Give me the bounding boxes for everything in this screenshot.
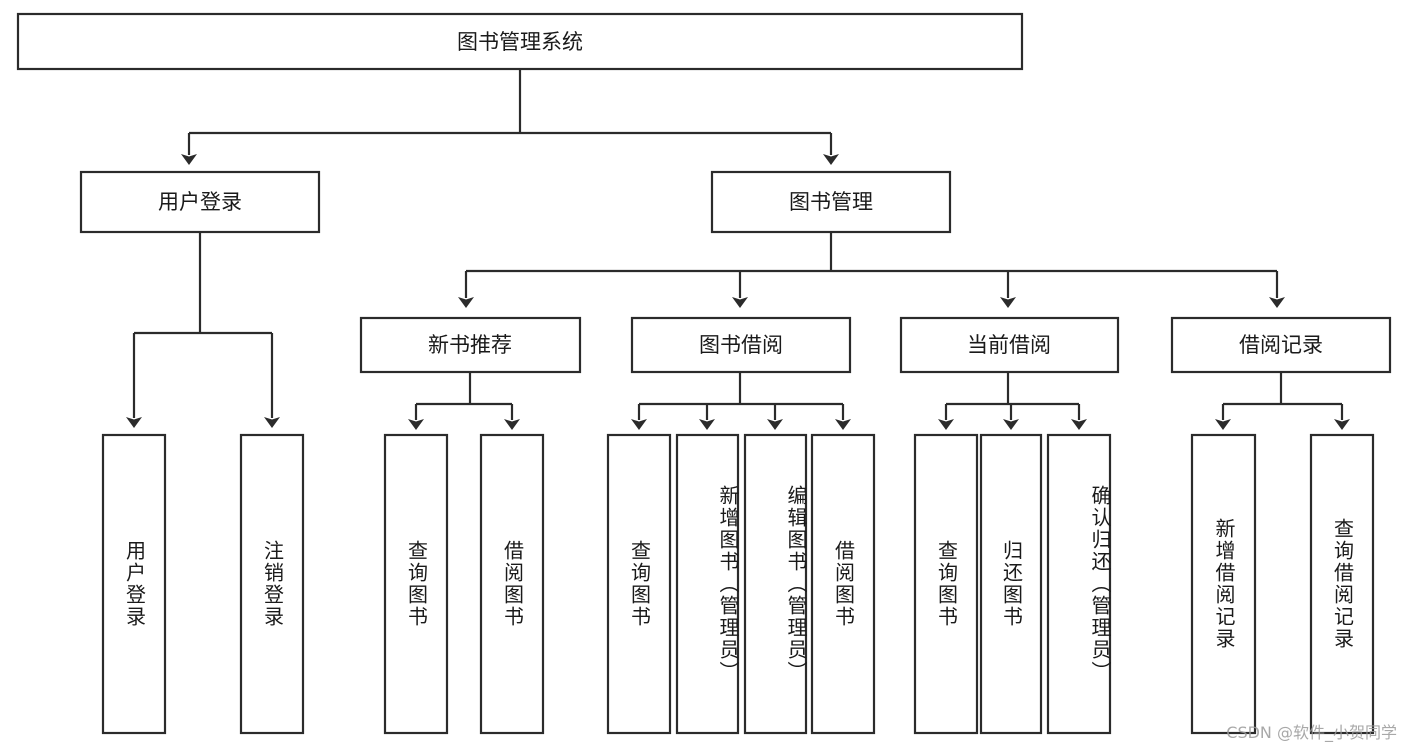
node-book-borrow[interactable]: 图书借阅 (630, 316, 852, 374)
connector-group-current (938, 372, 1087, 430)
leaf-box-user-login-1[interactable] (101, 433, 167, 735)
node-root-label: 图书管理系统 (457, 30, 583, 54)
node-current-borrow-box[interactable] (899, 316, 1120, 374)
leaf-box-current-1[interactable] (913, 433, 979, 735)
leaf-box-user-login-2[interactable] (239, 433, 305, 735)
node-new-book-recommend-label: 新书推荐 (428, 333, 512, 357)
leaf-box-borrow-1[interactable] (606, 433, 672, 735)
leaf-box-current-2[interactable] (979, 433, 1043, 735)
node-borrow-record-label: 借阅记录 (1239, 333, 1323, 357)
node-current-borrow-label: 当前借阅 (967, 333, 1051, 357)
node-borrow-record-box[interactable] (1170, 316, 1392, 374)
node-book-borrow-label: 图书借阅 (699, 333, 783, 357)
leaf-box-record-2[interactable] (1309, 433, 1375, 735)
node-book-management[interactable]: 图书管理 (710, 170, 952, 234)
connector-group-new-book (408, 372, 520, 430)
node-borrow-record[interactable]: 借阅记录 (1170, 316, 1392, 374)
connector-group-user-login (126, 232, 280, 428)
csdn-watermark: CSDN @软件_小贺同学 (1226, 723, 1397, 742)
node-root[interactable]: 图书管理系统 (16, 12, 1024, 71)
node-new-book-recommend[interactable]: 新书推荐 (359, 316, 582, 374)
connector-group-book-mgmt (458, 232, 1285, 308)
node-user-login-label: 用户登录 (158, 190, 242, 214)
leaf-box-current-3[interactable] (1046, 433, 1112, 735)
connector-group-record (1215, 372, 1350, 430)
node-current-borrow[interactable]: 当前借阅 (899, 316, 1120, 374)
leaf-box-borrow-3[interactable] (743, 433, 808, 735)
leaf-box-borrow-4[interactable] (810, 433, 876, 735)
leaf-box-new-book-1[interactable] (383, 433, 449, 735)
leaf-box-borrow-2[interactable] (675, 433, 740, 735)
leaf-box-new-book-2[interactable] (479, 433, 545, 735)
node-new-book-recommend-box[interactable] (359, 316, 582, 374)
connector-group-borrow (631, 372, 851, 430)
leaf-boxes (101, 433, 1375, 735)
node-user-login[interactable]: 用户登录 (79, 170, 321, 234)
leaf-box-record-1[interactable] (1190, 433, 1257, 735)
node-book-management-label: 图书管理 (789, 190, 873, 214)
node-book-borrow-box[interactable] (630, 316, 852, 374)
node-user-login-box[interactable] (79, 170, 321, 234)
connector-group-root (181, 69, 839, 165)
node-root-box[interactable] (16, 12, 1024, 71)
node-book-management-box[interactable] (710, 170, 952, 234)
